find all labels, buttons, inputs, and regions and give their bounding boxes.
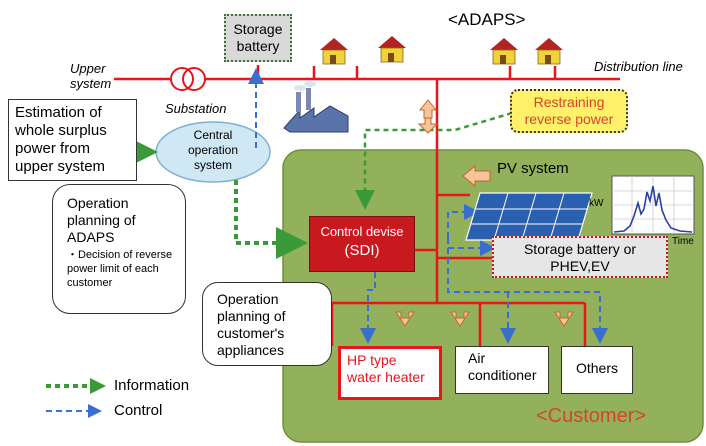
appliance-air-conditioner: Air conditioner	[455, 346, 549, 394]
appliance-down-arrows	[395, 311, 574, 327]
graph-xlabel: Time	[672, 236, 694, 247]
storage-battery-customer-box: Storage battery or PHEV,EV	[492, 236, 668, 278]
legend-control: Control	[114, 402, 163, 419]
distribution-line-label: Distribution line	[594, 59, 683, 74]
appliance-others: Others	[561, 346, 633, 394]
estimation-box: Estimation of whole surplus power from u…	[8, 99, 137, 181]
restraining-double-arrow-icon	[417, 99, 439, 134]
customer-planning-callout: Operation planning of customer's applian…	[202, 282, 332, 366]
adaps-planning-title: Operation planning of ADAPS	[67, 195, 136, 245]
restraining-reverse-power-box: Restraining reverse power	[510, 89, 628, 133]
legend-information: Information	[114, 377, 190, 394]
customer-label: <Customer>	[536, 405, 647, 427]
appliance-hp-water-heater: HP type water heater	[338, 346, 442, 400]
adaps-planning-bullet: ・Decision of reverse power limit of each…	[67, 249, 173, 289]
control-lines	[248, 68, 608, 344]
central-operation-system-label: Central operation system	[187, 128, 239, 172]
control-device-sdi: Control devise (SDI)	[309, 216, 415, 272]
factory-icon	[283, 81, 349, 133]
pv-panel-icon	[465, 192, 593, 241]
legend-swatches	[46, 378, 106, 418]
control-device-name: Control devise	[320, 224, 404, 239]
pv-flow-arrow-icon	[462, 164, 491, 188]
pv-system-label: PV system	[497, 160, 569, 177]
graph-ylabel: kW	[589, 198, 604, 209]
pv-output-graph	[611, 175, 695, 235]
substation-label: Substation	[165, 101, 227, 116]
upper-system-label: Upper system	[70, 61, 112, 91]
transformer-icon	[170, 67, 206, 91]
adaps-planning-callout: Operation planning of ADAPS ・Decision of…	[52, 184, 186, 314]
diagram-title: <ADAPS>	[448, 10, 526, 29]
legend: Information Control	[40, 372, 220, 426]
control-device-abbr: (SDI)	[344, 242, 380, 259]
storage-battery-top-box: Storage battery	[224, 14, 292, 62]
information-lines	[126, 136, 308, 259]
house-icons	[320, 36, 563, 65]
